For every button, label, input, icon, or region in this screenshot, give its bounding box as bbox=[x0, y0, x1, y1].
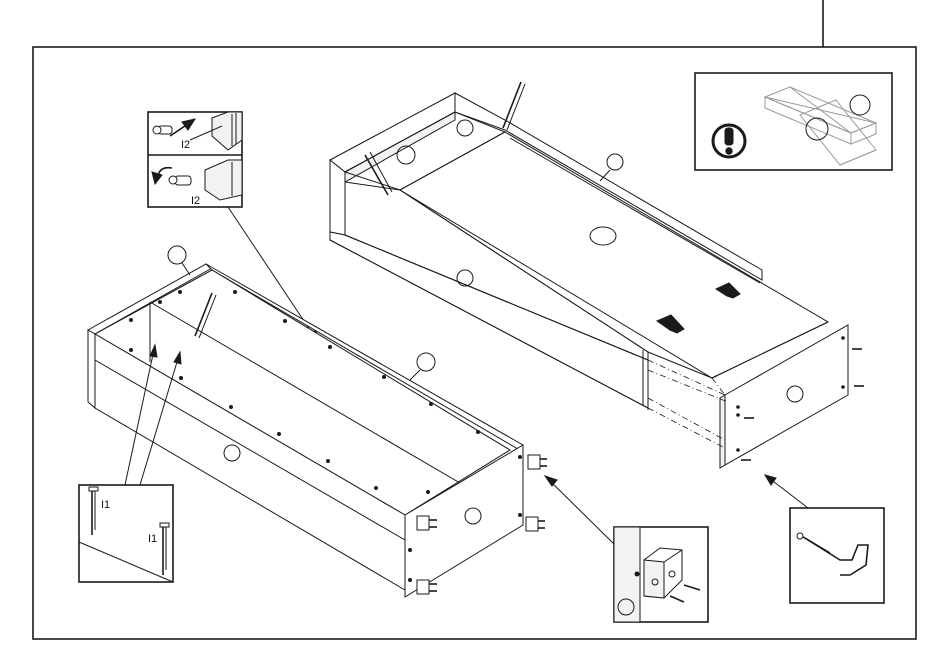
nail-icon bbox=[160, 523, 169, 575]
marker-circle bbox=[397, 146, 415, 164]
arrow-icon bbox=[170, 119, 195, 136]
screw-icon bbox=[670, 596, 684, 602]
cam-lock-icon bbox=[528, 455, 547, 469]
warning-inset bbox=[695, 73, 892, 170]
nail-icon bbox=[89, 487, 98, 535]
right-cabinet bbox=[330, 82, 828, 410]
nail-part-label-b: I1 bbox=[148, 533, 157, 545]
cam-lock-icon bbox=[526, 517, 545, 531]
marker-circle bbox=[607, 154, 623, 170]
dowel-detail-inset: I2 I2 bbox=[148, 112, 242, 207]
nail-detail-inset: I1 I1 bbox=[79, 485, 173, 582]
cam-lock-detail-inset bbox=[614, 527, 708, 622]
warning-marker-circle-a bbox=[850, 95, 870, 115]
cam-lock-icon bbox=[417, 580, 437, 594]
nail-part-label-a: I1 bbox=[101, 499, 110, 511]
cam-lock-icon bbox=[635, 548, 682, 598]
marker-circle bbox=[417, 353, 435, 371]
dowel-part-label-lower: I2 bbox=[191, 195, 200, 207]
marker-circle bbox=[457, 120, 473, 136]
warning-exclamation-icon bbox=[713, 125, 745, 157]
screwdriver-icon bbox=[797, 533, 868, 575]
dowel-part-label-upper: I2 bbox=[181, 139, 190, 151]
marker-circle bbox=[168, 246, 186, 264]
leader-line-camlock bbox=[545, 476, 614, 544]
dowel-icon bbox=[153, 126, 172, 134]
dowel-inserted-icon bbox=[169, 176, 191, 185]
screwdriver-detail-inset bbox=[790, 508, 884, 603]
inset-cabinet-sketch bbox=[765, 87, 876, 165]
screw-icon bbox=[684, 585, 700, 590]
